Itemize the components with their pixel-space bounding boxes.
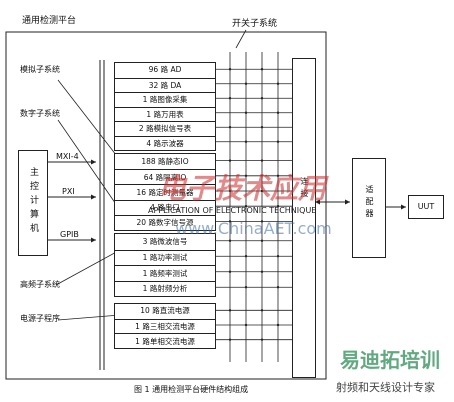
- adapter-label: 适配器: [365, 185, 374, 221]
- module-label: 4 路示波器: [146, 138, 184, 148]
- module-row: 20 路数字信号源: [115, 214, 215, 231]
- power-module-group: 10 路直流电源 1 路三相交流电源 1 路单相交流电源: [114, 303, 216, 349]
- module-label: 1 路万用表: [146, 109, 184, 119]
- analog-module-group: 96 路 AD 32 路 DA 1 路图像采集 1 路万用表 2 路模拟信号表 4 路示波…: [114, 62, 216, 151]
- watermark-url: www.ChinaAET.com: [175, 219, 332, 238]
- module-label: 96 路 AD: [148, 65, 182, 75]
- watermark-journal-cn: 电子技术应用: [158, 172, 327, 205]
- module-label: 1 路单相交流电源: [135, 336, 195, 346]
- connector-box: 连接: [292, 58, 316, 378]
- module-label: 3 路微波信号: [142, 236, 188, 246]
- module-row: 1 路单相交流电源: [115, 333, 215, 349]
- connector-label: 连接: [300, 177, 309, 201]
- figure-caption: 图 1 通用检测平台硬件结构组成: [134, 385, 249, 394]
- bus-label-pxi: PXI: [62, 187, 75, 196]
- module-label: 188 路静态IO: [141, 156, 189, 166]
- uut-box: UUT: [408, 195, 444, 219]
- module-label: 1 路频率测试: [142, 268, 188, 278]
- module-row: 16 路定时测量器: [115, 184, 215, 200]
- module-row: 1 路三相交流电源: [115, 318, 215, 335]
- module-label: 20 路数字信号源: [136, 218, 194, 228]
- bus-label-gpib: GPIB: [60, 230, 79, 239]
- brand-logo-text: 易迪拓培训: [340, 348, 440, 372]
- module-row: 10 路直流电源: [115, 304, 215, 319]
- module-row: 64 路隔离IO: [115, 169, 215, 185]
- rf-subsystem-label: 高频子系统: [20, 280, 60, 289]
- module-row: 1 路图像采集: [115, 92, 215, 108]
- module-label: 1 路射频分析: [142, 284, 188, 294]
- module-row: 3 路微波信号: [115, 234, 215, 250]
- module-label: 64 路隔离IO: [143, 172, 187, 182]
- uut-label: UUT: [417, 202, 435, 211]
- host-computer-box: 主控计算机: [18, 150, 48, 256]
- switch-subsystem-label: 开关子系统: [232, 19, 278, 29]
- module-row: 96 路 AD: [115, 63, 215, 78]
- analog-subsystem-label: 模拟子系统: [20, 65, 60, 74]
- digital-subsystem-label: 数字子系统: [20, 109, 60, 118]
- module-label: 1 路三相交流电源: [135, 321, 195, 331]
- watermark-journal-en: APPLICATION OF ELECTRONIC TECHNIQUE: [148, 206, 317, 215]
- power-subsystem-label: 电源子程序: [20, 314, 60, 323]
- bus-label-mxi4: MXI-4: [56, 152, 79, 161]
- module-row: 1 路万用表: [115, 106, 215, 123]
- rf-module-group: 3 路微波信号 1 路功率测试 1 路频率测试 1 路射频分析: [114, 233, 216, 297]
- module-row: 1 路频率测试: [115, 265, 215, 282]
- module-row: 2 路模拟信号表: [115, 121, 215, 137]
- host-computer-label: 主控计算机: [28, 167, 38, 237]
- digital-module-group: 188 路静态IO 64 路隔离IO 16 路定时测量器 4 路串口 20 路数字信号源: [114, 153, 216, 231]
- module-label: 1 路功率测试: [142, 253, 188, 263]
- module-row: 32 路 DA: [115, 77, 215, 94]
- platform-label: 通用检测平台: [22, 16, 77, 26]
- module-row: 4 路串口: [115, 199, 215, 216]
- module-row: 4 路示波器: [115, 135, 215, 152]
- module-row: 1 路功率测试: [115, 249, 215, 267]
- module-label: 2 路模拟信号表: [138, 124, 192, 134]
- module-label: 1 路图像采集: [142, 95, 188, 105]
- module-label: 16 路定时测量器: [136, 187, 194, 197]
- adapter-box: 适配器: [352, 158, 386, 258]
- module-label: 4 路串口: [150, 203, 180, 213]
- brand-slogan: 射频和天线设计专家: [336, 381, 435, 394]
- module-label: 10 路直流电源: [140, 306, 190, 316]
- module-row: 188 路静态IO: [115, 154, 215, 169]
- module-label: 32 路 DA: [148, 80, 182, 90]
- module-row: 1 路射频分析: [115, 280, 215, 298]
